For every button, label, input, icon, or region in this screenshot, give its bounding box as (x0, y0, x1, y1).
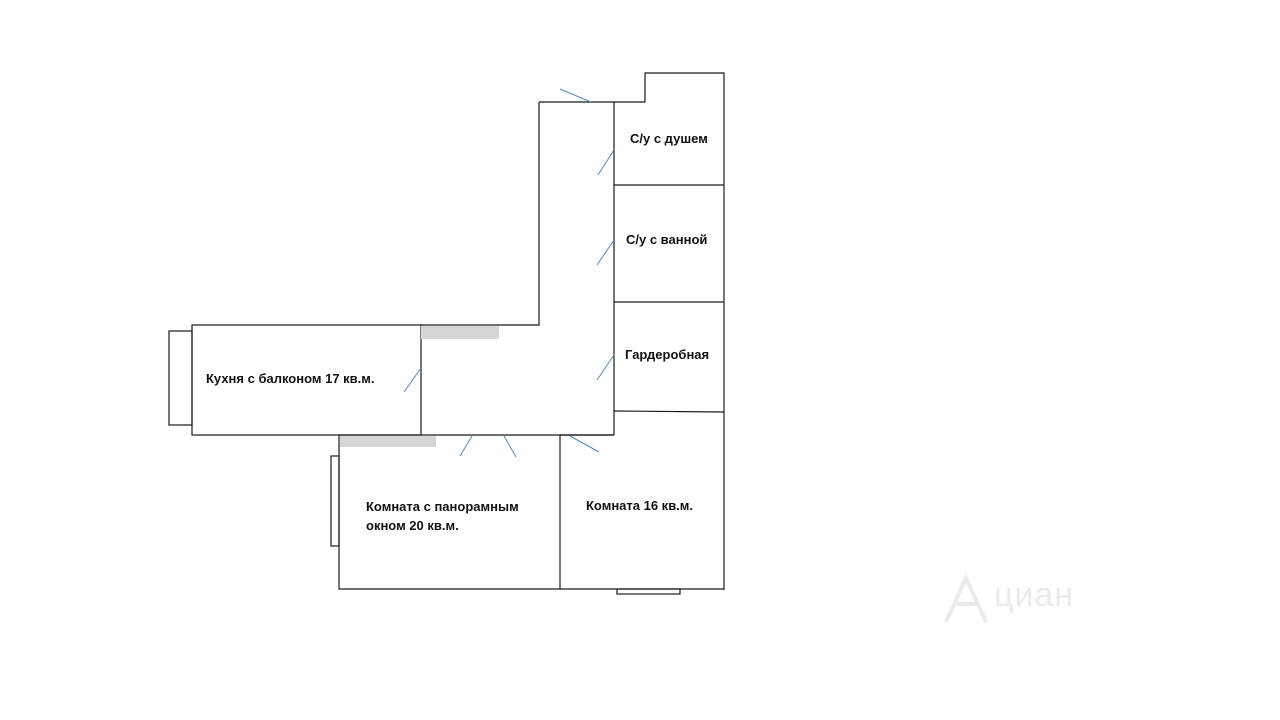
shower-door (597, 149, 615, 176)
doors (403, 88, 615, 458)
room16-door (569, 435, 600, 453)
label-wardrobe: Гардеробная (625, 347, 709, 362)
wardrobe-door (596, 354, 615, 381)
watermark: циан (940, 568, 1140, 632)
tub-door (596, 239, 615, 266)
room16-window (616, 588, 681, 595)
label-panoramic-line1: Комната с панорамным (366, 499, 519, 514)
openings (340, 326, 499, 447)
room-labels: С/у с душем С/у с ванной Гардеробная Кух… (206, 131, 709, 533)
label-tub-bath: С/у с ванной (626, 232, 707, 247)
label-kitchen: Кухня с балконом 17 кв.м. (206, 371, 375, 386)
corridor-left-wall (421, 102, 540, 326)
kitchen-corridor-opening (421, 326, 499, 339)
cian-logo-icon (944, 573, 988, 623)
panoramic-door-right (503, 435, 517, 458)
entrance-door (559, 88, 592, 103)
panoramic-kitchen-opening (340, 436, 436, 447)
label-panoramic-line2: окном 20 кв.м. (366, 518, 459, 533)
label-room16: Комната 16 кв.м. (586, 498, 693, 513)
panoramic-window (330, 455, 340, 547)
partition-wardrobe-room (613, 410, 725, 413)
kitchen-balcony (168, 330, 193, 426)
watermark-text: циан (994, 576, 1075, 614)
panoramic-door-left (459, 435, 473, 457)
label-shower-bath: С/у с душем (630, 131, 708, 146)
corridor-outline (539, 72, 725, 590)
kitchen-door (403, 367, 422, 393)
walls (168, 72, 725, 595)
